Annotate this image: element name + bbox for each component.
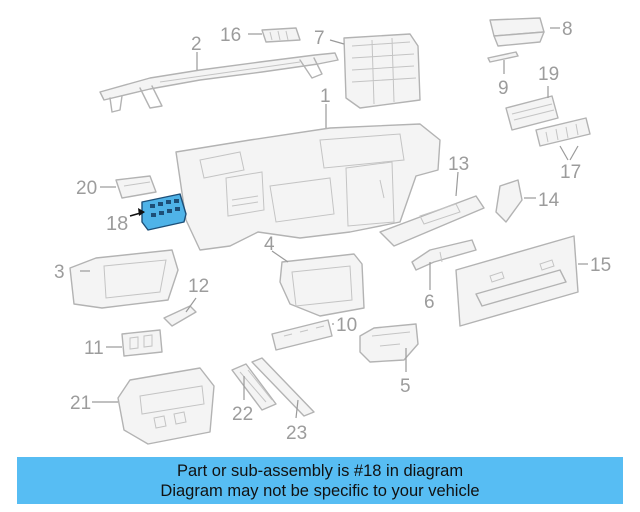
callout-15: 15 [590, 255, 611, 276]
callout-22: 22 [232, 404, 253, 425]
callout-13: 13 [448, 154, 469, 175]
callout-2: 2 [191, 34, 202, 55]
part-11-switch[interactable] [121, 329, 163, 357]
callout-3: 3 [54, 262, 65, 283]
part-12-clip[interactable] [163, 305, 197, 327]
callout-17: 17 [560, 162, 581, 183]
part-23-mat-strip[interactable] [251, 357, 315, 417]
part-6-bracket[interactable] [411, 239, 477, 271]
callout-9: 9 [498, 78, 509, 99]
leader-lines [80, 27, 588, 419]
parts-diagram: 1 2 3 4 5 6 7 8 9 10 11 12 13 14 15 16 1… [54, 17, 611, 445]
callout-16: 16 [220, 25, 241, 46]
callout-19: 19 [538, 64, 559, 85]
part-14-end-cap[interactable] [495, 179, 523, 223]
part-17-side-vents[interactable] [535, 117, 591, 147]
part-15-side-panel[interactable] [455, 235, 579, 327]
callout-20: 20 [76, 178, 97, 199]
callout-labels: 1 2 3 4 5 6 7 8 9 10 11 12 13 14 15 16 1… [54, 19, 611, 444]
part-5-bracket-assembly[interactable] [359, 323, 419, 363]
callout-18: 18 [106, 213, 128, 235]
part-1-instrument-panel[interactable] [175, 123, 441, 251]
callout-7: 7 [314, 28, 325, 49]
callout-6: 6 [424, 292, 435, 313]
info-banner: Part or sub-assembly is #18 in diagram D… [17, 457, 623, 504]
part-2-crossbar[interactable] [99, 52, 339, 113]
callout-8: 8 [562, 19, 573, 40]
callout-11: 11 [84, 338, 104, 359]
leader-18 [129, 208, 145, 217]
part-8-storage-box[interactable] [489, 17, 545, 47]
part-18-switch-panel[interactable] [141, 193, 187, 231]
part-10-control-panel[interactable] [271, 319, 333, 351]
part-19-center-vent[interactable] [505, 95, 559, 131]
callout-23: 23 [286, 423, 307, 444]
part-3-glovebox-door[interactable] [69, 249, 179, 309]
callout-10: 10 [336, 315, 357, 336]
callout-14: 14 [538, 190, 560, 211]
part-20-vent[interactable] [115, 175, 157, 199]
banner-part-line: Part or sub-assembly is #18 in diagram [176, 461, 464, 480]
part-13-trim-panel[interactable] [379, 195, 485, 247]
part-21-console[interactable] [117, 367, 215, 445]
part-7-junction-block[interactable] [343, 33, 421, 109]
callout-21: 21 [70, 393, 91, 414]
part-22-mat-strip[interactable] [231, 363, 277, 411]
callout-1: 1 [320, 86, 331, 107]
callout-5: 5 [400, 376, 411, 397]
part-16-vent-grille[interactable] [261, 27, 301, 43]
part-4-storage-bin[interactable] [279, 253, 365, 317]
callout-4: 4 [264, 234, 275, 255]
banner-disclaimer-line: Diagram may not be specific to your vehi… [160, 481, 480, 500]
part-9-trim-strip[interactable] [487, 51, 519, 63]
callout-12: 12 [188, 276, 209, 297]
